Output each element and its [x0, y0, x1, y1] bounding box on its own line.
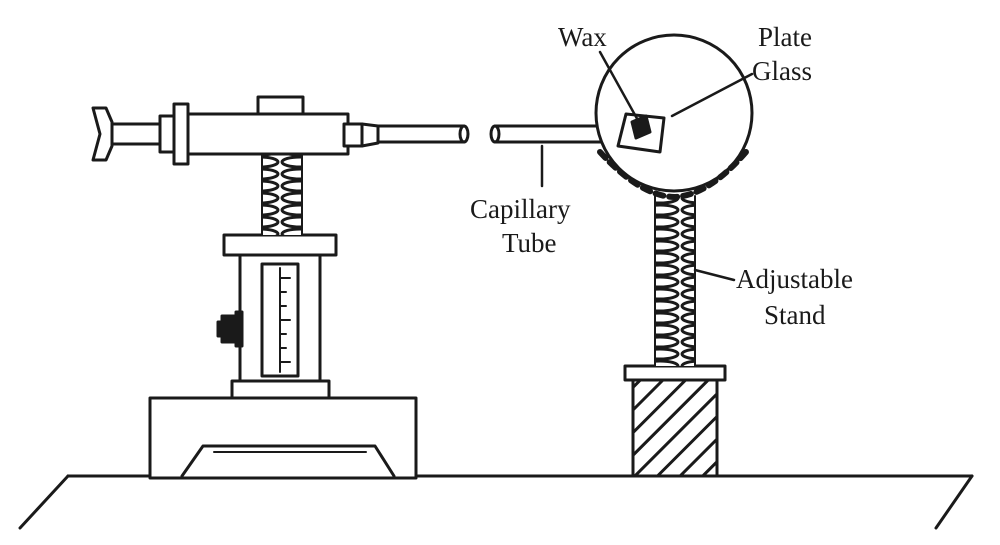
leader-lines [540, 50, 754, 282]
label-glass: Glass [752, 56, 812, 86]
vertical-scale-column [222, 233, 338, 383]
left-base [148, 379, 418, 480]
left-spring [262, 150, 302, 235]
adjustable-spring [655, 196, 695, 366]
label-capillary: Capillary [470, 194, 571, 224]
circular-holder [594, 33, 754, 200]
label-adjustable: Adjustable [736, 264, 853, 294]
label-wax: Wax [558, 22, 607, 52]
label-plate: Plate [758, 22, 812, 52]
label-tube: Tube [502, 228, 557, 258]
plate-glass [616, 112, 666, 154]
hatched-base [623, 364, 727, 478]
syringe [91, 95, 470, 166]
adjusting-knob [216, 310, 244, 348]
label-stand: Stand [764, 300, 826, 330]
table [18, 474, 974, 530]
